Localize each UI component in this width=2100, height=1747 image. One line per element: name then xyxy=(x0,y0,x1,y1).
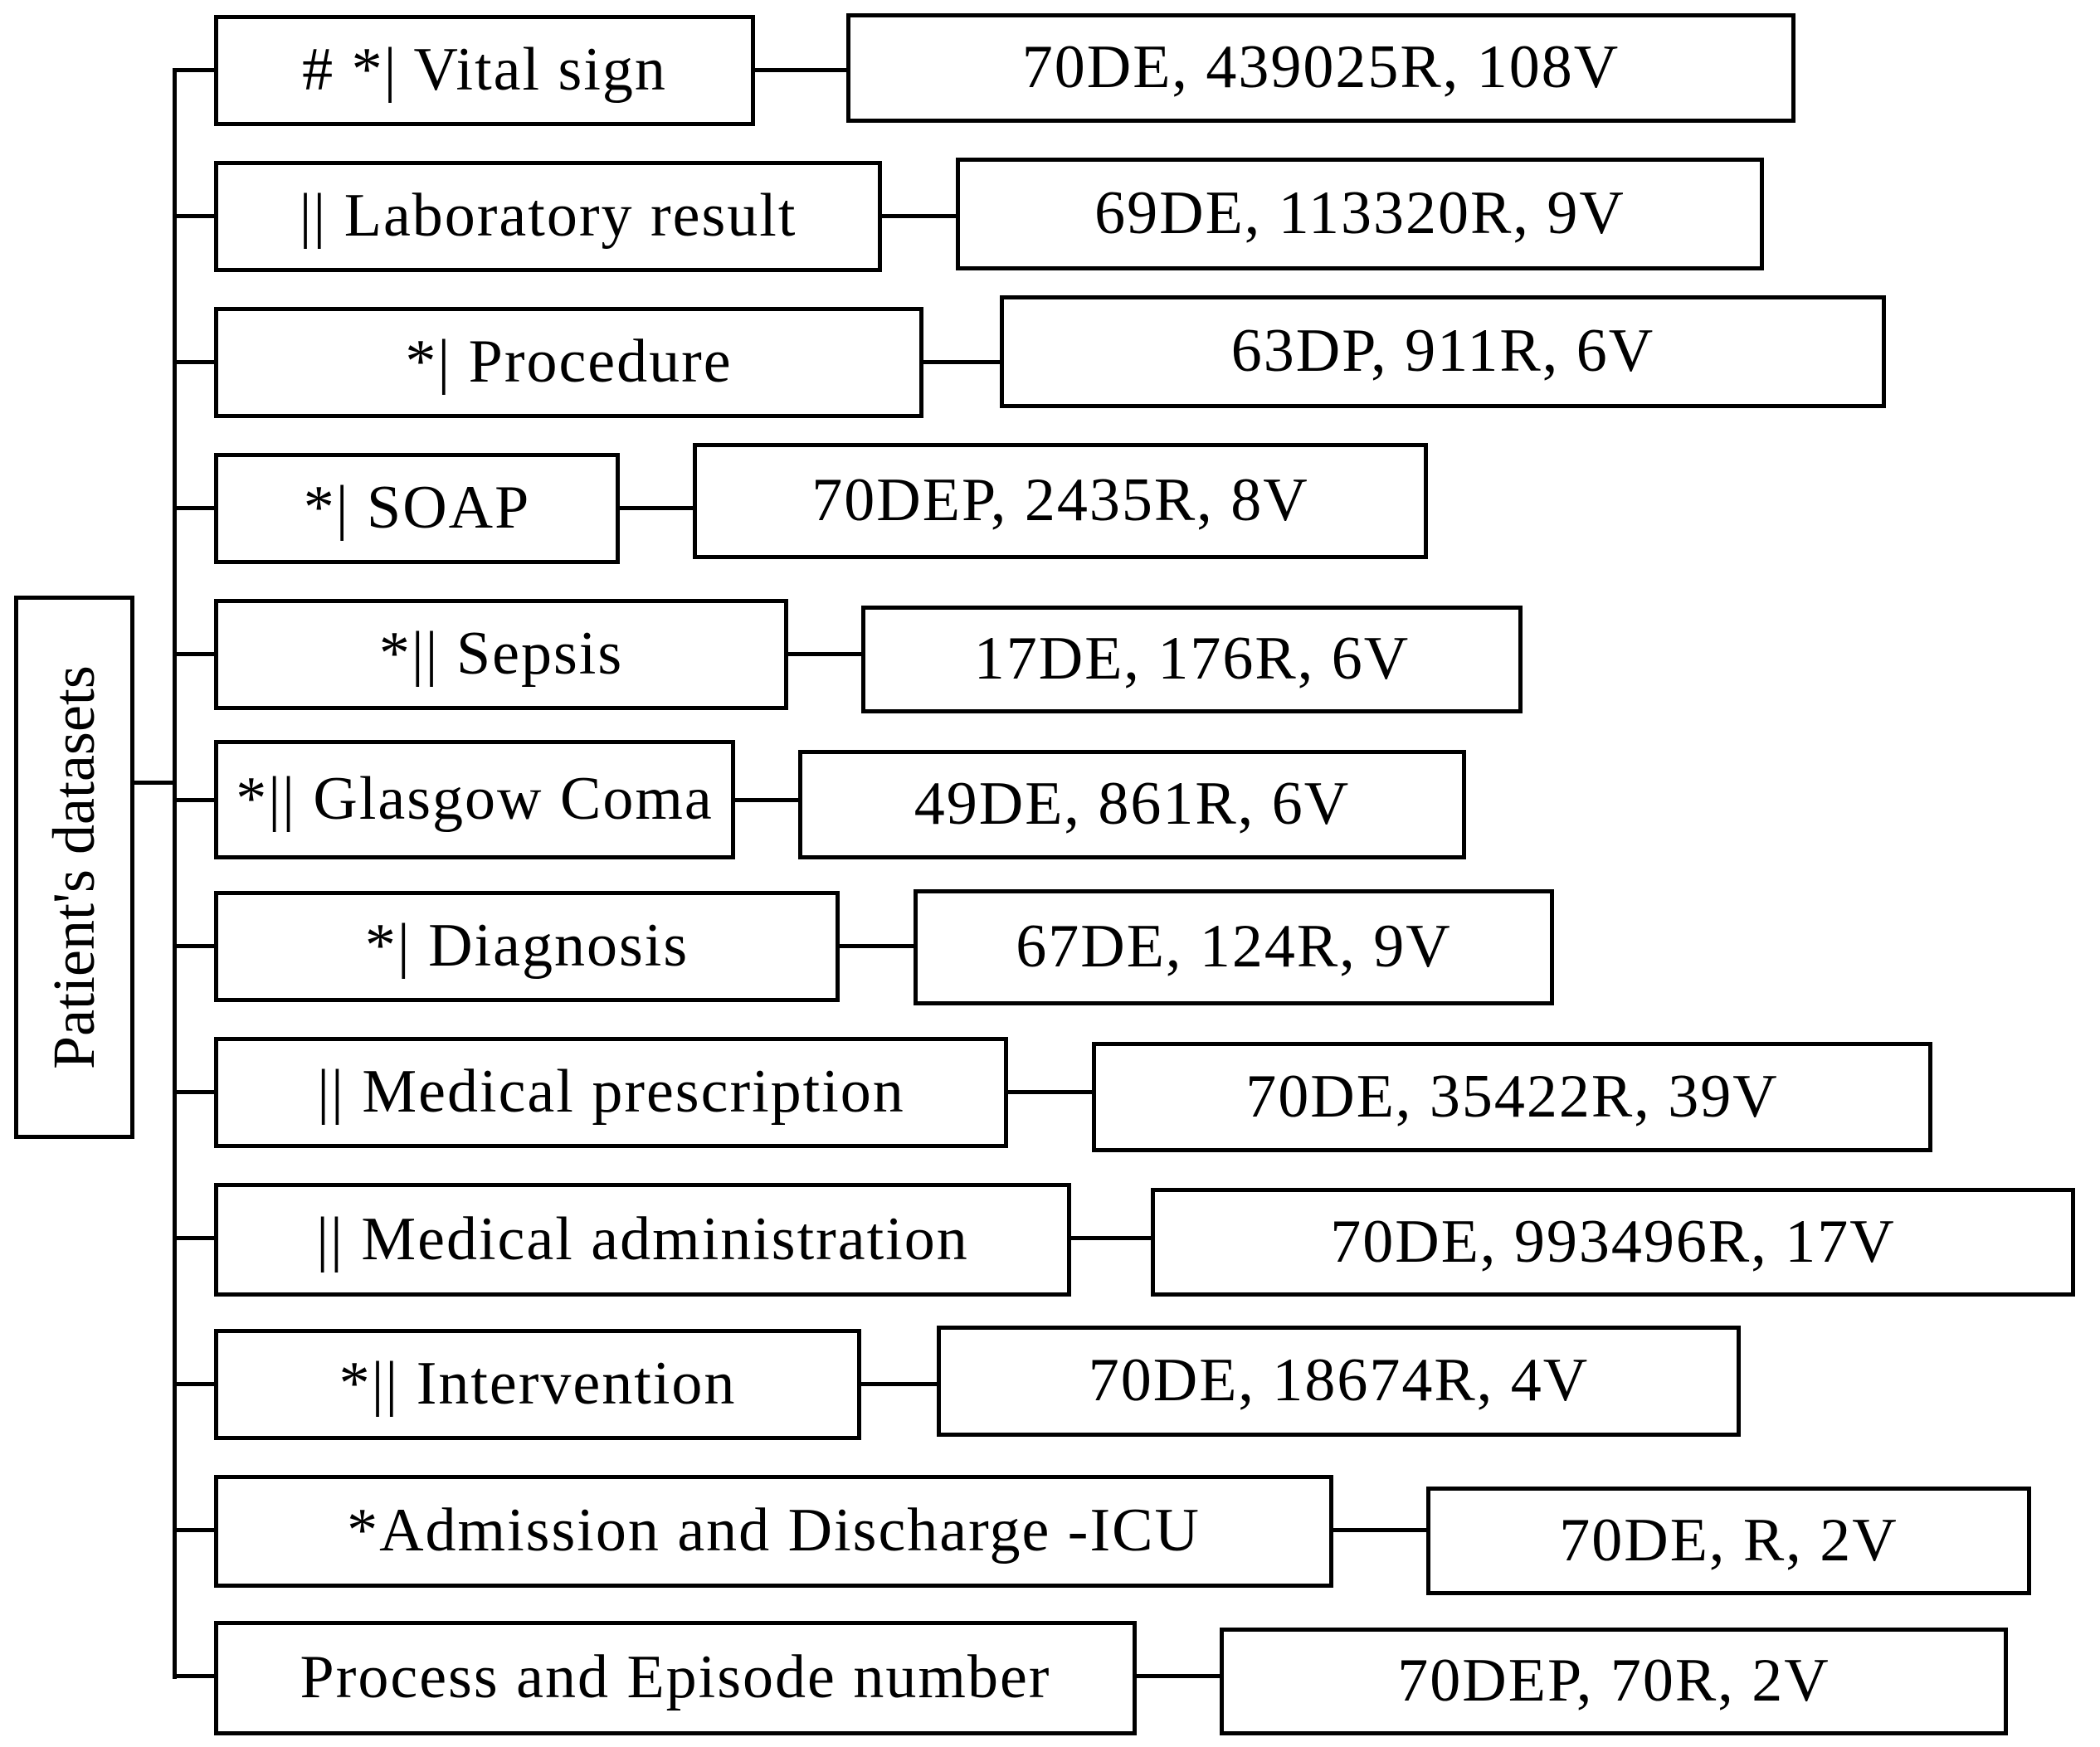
dataset-label-box: *|| Intervention xyxy=(214,1329,861,1440)
dataset-value-box: 70DE, 35422R, 39V xyxy=(1092,1042,1932,1152)
dataset-value-box: 70DE, 439025R, 108V xyxy=(846,13,1795,123)
dataset-value: 17DE, 176R, 6V xyxy=(973,625,1411,693)
value-connector-line xyxy=(1006,1090,1094,1094)
branch-stub-line xyxy=(174,506,214,510)
dataset-label: *|| Sepsis xyxy=(378,620,624,689)
dataset-value-box: 70DE, R, 2V xyxy=(1426,1487,2031,1595)
branch-stub-line xyxy=(174,944,214,948)
dataset-value-box: 70DEP, 70R, 2V xyxy=(1220,1628,2008,1735)
dataset-value-box: 49DE, 861R, 6V xyxy=(798,750,1466,859)
dataset-value-box: 67DE, 124R, 9V xyxy=(914,889,1554,1005)
branch-stub-line xyxy=(174,1674,214,1678)
dataset-label: *| SOAP xyxy=(303,474,531,543)
branch-stub-line xyxy=(174,1382,214,1386)
dataset-label-box: *|| Glasgow Coma xyxy=(214,740,735,859)
dataset-value-box: 70DEP, 2435R, 8V xyxy=(693,443,1428,559)
dataset-label-box: *|| Sepsis xyxy=(214,599,788,710)
dataset-value-box: 70DE, 18674R, 4V xyxy=(937,1326,1741,1437)
dataset-value-box: 70DE, 993496R, 17V xyxy=(1151,1188,2075,1297)
value-connector-line xyxy=(880,214,957,218)
value-connector-line xyxy=(733,798,800,802)
branch-stub-line xyxy=(174,214,214,218)
dataset-label: || Medical prescription xyxy=(317,1058,905,1127)
value-connector-line xyxy=(618,506,694,510)
dataset-label: *Admission and Discharge -ICU xyxy=(347,1496,1201,1565)
dataset-value: 70DE, R, 2V xyxy=(1559,1506,1898,1574)
value-connector-line xyxy=(753,68,848,72)
dataset-label: *| Diagnosis xyxy=(364,912,689,981)
dataset-value: 69DE, 113320R, 9V xyxy=(1094,179,1625,248)
dataset-value-box: 63DP, 911R, 6V xyxy=(1000,295,1886,408)
branch-stub-line xyxy=(174,652,214,656)
value-connector-line xyxy=(787,652,863,656)
dataset-label-box: *| SOAP xyxy=(214,453,620,564)
dataset-label: *| Procedure xyxy=(405,328,733,397)
dataset-label: || Laboratory result xyxy=(299,182,797,251)
dataset-label-box: || Laboratory result xyxy=(214,161,882,272)
value-connector-line xyxy=(1069,1236,1152,1240)
dataset-label-box: *| Procedure xyxy=(214,307,923,418)
branch-stub-line xyxy=(174,1236,214,1240)
branch-stub-line xyxy=(174,1090,214,1094)
dataset-value-box: 69DE, 113320R, 9V xyxy=(956,158,1764,270)
dataset-label-box: # *| Vital sign xyxy=(214,15,755,126)
branch-stub-line xyxy=(174,360,214,364)
root-dataset-box: Patient's datasets xyxy=(14,596,134,1139)
dataset-value-box: 17DE, 176R, 6V xyxy=(861,606,1523,713)
dataset-value: 49DE, 861R, 6V xyxy=(914,770,1351,839)
dataset-label: *|| Intervention xyxy=(339,1350,737,1419)
dataset-value: 70DEP, 2435R, 8V xyxy=(811,466,1309,535)
value-connector-line xyxy=(838,944,915,948)
dataset-label-box: || Medical prescription xyxy=(214,1037,1008,1148)
dataset-value: 70DEP, 70R, 2V xyxy=(1397,1647,1830,1715)
root-connector-line xyxy=(131,781,177,785)
dataset-value: 70DE, 18674R, 4V xyxy=(1088,1346,1590,1415)
value-connector-line xyxy=(922,360,1001,364)
branch-stub-line xyxy=(174,798,214,802)
dataset-label-box: *| Diagnosis xyxy=(214,891,840,1002)
dataset-label: # *| Vital sign xyxy=(302,36,667,105)
dataset-value: 67DE, 124R, 9V xyxy=(1016,912,1452,981)
dataset-value: 70DE, 439025R, 108V xyxy=(1021,33,1620,102)
dataset-label: *|| Glasgow Coma xyxy=(236,765,714,834)
root-dataset-label: Patient's datasets xyxy=(41,665,108,1069)
branch-stub-line xyxy=(174,1528,214,1532)
dataset-label: || Medical administration xyxy=(316,1204,969,1273)
dataset-label-box: *Admission and Discharge -ICU xyxy=(214,1475,1333,1588)
dataset-value: 63DP, 911R, 6V xyxy=(1230,317,1655,386)
dataset-label: Process and Episode number xyxy=(300,1643,1051,1712)
value-connector-line xyxy=(1135,1674,1221,1678)
value-connector-line xyxy=(1332,1528,1428,1532)
dataset-label-box: || Medical administration xyxy=(214,1183,1071,1297)
branch-stub-line xyxy=(174,68,214,72)
dataset-label-box: Process and Episode number xyxy=(214,1621,1137,1735)
dataset-value: 70DE, 35422R, 39V xyxy=(1245,1062,1779,1131)
trunk-line xyxy=(173,68,177,1679)
dataset-value: 70DE, 993496R, 17V xyxy=(1330,1207,1896,1276)
value-connector-line xyxy=(860,1382,938,1386)
